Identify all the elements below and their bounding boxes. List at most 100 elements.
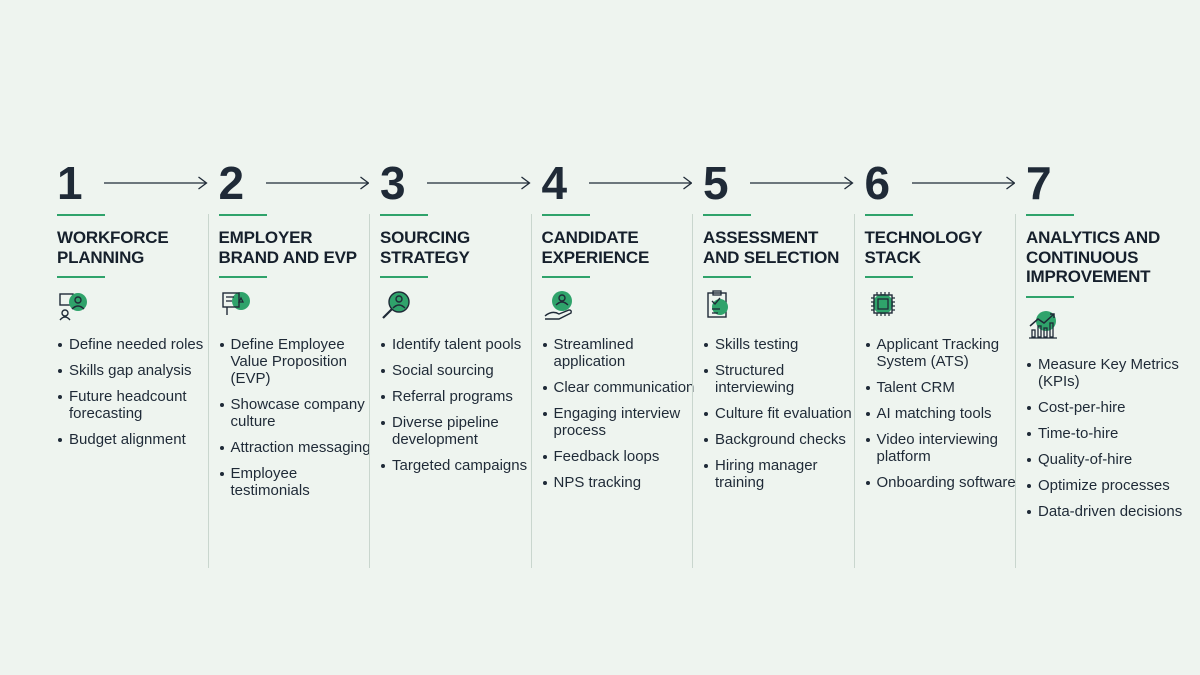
list-item: Engaging interview process	[542, 405, 702, 439]
step-number: 1	[57, 157, 83, 209]
accent-rule	[380, 214, 428, 216]
column-divider	[369, 214, 370, 568]
column-divider	[207, 214, 209, 568]
step-title-line: EXPERIENCE	[541, 247, 650, 267]
list-item: Clear communication	[542, 379, 702, 396]
accent-rule	[380, 276, 428, 278]
list-item: Define needed roles	[57, 336, 217, 353]
step-title-line: BRAND AND EVP	[218, 247, 358, 267]
step-title-line: TECHNOLOGY	[864, 228, 983, 247]
arrow-right-icon	[750, 173, 854, 193]
step-number: 3	[380, 157, 406, 209]
step-bullet-list: Define Employee Value Proposition (EVP) S…	[219, 336, 379, 499]
chip-icon	[865, 288, 899, 322]
list-item: Social sourcing	[380, 362, 540, 379]
arrow-right-icon	[911, 173, 1016, 193]
list-item: Video interviewing platform	[865, 431, 1025, 465]
column-divider	[692, 214, 693, 568]
step-number: 4	[541, 157, 568, 209]
list-item: Skills gap analysis	[57, 362, 217, 379]
list-item: Feedback loops	[542, 448, 702, 465]
accent-rule	[541, 214, 590, 216]
arrow-right-icon	[588, 173, 693, 193]
list-item: Background checks	[703, 431, 863, 448]
step-title-line: STACK	[864, 247, 921, 267]
accent-rule	[1026, 295, 1074, 298]
list-item: Referral programs	[380, 388, 540, 405]
list-item: Identify talent pools	[380, 336, 540, 353]
step-title-line: AND SELECTION	[703, 247, 840, 267]
workforce-planning-icon	[57, 288, 91, 322]
list-item: Diverse pipeline development	[380, 414, 540, 448]
hand-person-icon	[542, 288, 576, 322]
list-item: Structured interviewing	[703, 362, 863, 396]
step-title-line: EMPLOYER	[218, 228, 313, 247]
step-number: 5	[703, 157, 729, 209]
arrow-right-icon	[265, 173, 370, 193]
accent-rule	[57, 214, 105, 216]
list-item: Optimize processes	[1026, 477, 1186, 494]
step-title-line: IMPROVEMENT	[1026, 267, 1151, 286]
list-item: Employee testimonials	[219, 465, 379, 499]
step-title-line: STRATEGY	[380, 247, 470, 267]
clipboard-check-icon	[703, 288, 737, 322]
list-item: Hiring manager training	[703, 457, 863, 491]
list-item: AI matching tools	[865, 405, 1025, 422]
list-item: Measure Key Metrics (KPIs)	[1026, 356, 1186, 390]
accent-rule	[1026, 214, 1074, 216]
list-item: Showcase company culture	[219, 396, 379, 430]
accent-rule	[864, 276, 913, 278]
accent-rule	[218, 214, 267, 216]
column-divider	[1015, 214, 1016, 568]
list-item: Define Employee Value Proposition (EVP)	[219, 336, 379, 387]
accent-rule	[864, 214, 913, 216]
accent-rule	[703, 276, 751, 278]
step-number: 6	[864, 157, 891, 209]
step-title-line: WORKFORCE	[57, 228, 169, 247]
list-item: Data-driven decisions	[1026, 503, 1186, 520]
list-item: Onboarding software	[865, 474, 1025, 491]
list-item: Quality-of-hire	[1026, 451, 1186, 468]
list-item: Targeted campaigns	[380, 457, 540, 474]
step-number: 2	[218, 157, 245, 209]
magnifier-person-icon	[380, 288, 414, 322]
step-title-line: CANDIDATE	[541, 228, 639, 247]
step-title-line: ANALYTICS AND	[1026, 228, 1161, 247]
step-number: 7	[1026, 157, 1052, 209]
list-item: Budget alignment	[57, 431, 217, 448]
list-item: Culture fit evaluation	[703, 405, 863, 422]
column-divider	[530, 214, 532, 568]
arrow-right-icon	[427, 173, 531, 193]
step-title-line: PLANNING	[57, 247, 145, 267]
accent-rule	[57, 276, 105, 278]
step-title-line: ASSESSMENT	[703, 228, 819, 247]
accent-rule	[218, 276, 267, 278]
list-item: Applicant Tracking System (ATS)	[865, 336, 1025, 370]
employer-brand-icon	[219, 288, 253, 322]
analytics-chart-icon	[1026, 308, 1060, 342]
list-item: Attraction messaging	[219, 439, 379, 456]
step-bullet-list: Applicant Tracking System (ATS)Talent CR…	[865, 336, 1025, 491]
column-divider	[853, 214, 855, 568]
arrow-right-icon	[104, 173, 208, 193]
